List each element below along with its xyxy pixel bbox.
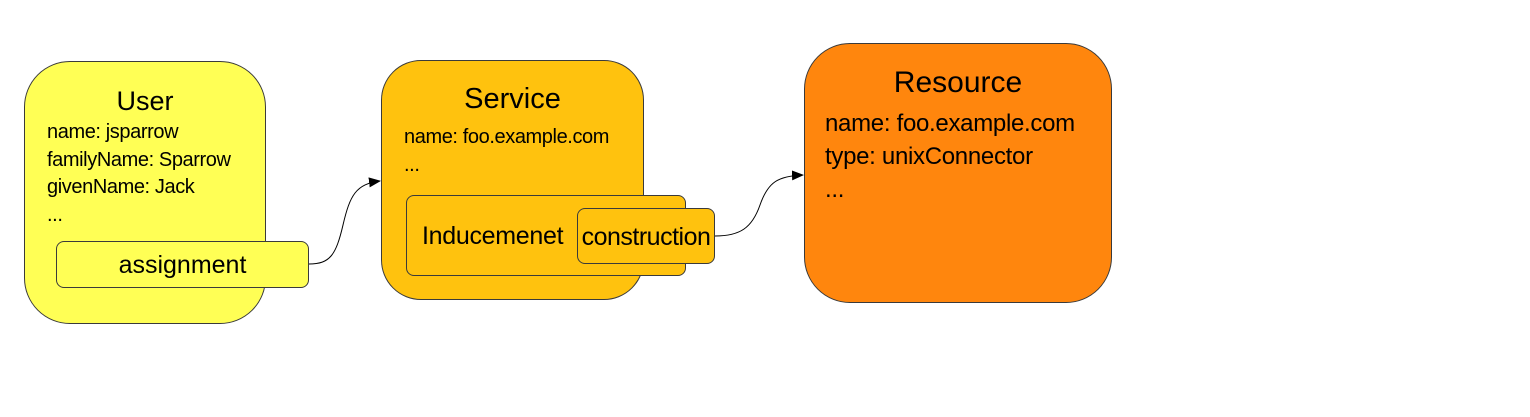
resource-attribute-type: type: unixConnector [825,143,1033,170]
resource-attribute-list: name: foo.example.com type: unixConnecto… [825,107,1075,206]
resource-title: Resource [893,66,1023,99]
service-attribute-name: name: foo.example.com [404,126,610,148]
service-attribute-ellipsis: ... [404,154,420,176]
resource-attribute-ellipsis: ... [825,176,845,203]
user-attribute-name: name: jsparrow [47,121,179,143]
user-attribute-given-name: givenName: Jack [47,176,195,198]
assignment-box: assignment [56,241,309,288]
assignment-to-service-connector [308,177,381,265]
user-attribute-family-name: familyName: Sparrow [47,148,231,171]
resource-node: Resource name: foo.example.com type: uni… [804,43,1112,303]
construction-to-resource-connector [714,170,804,237]
service-title: Service [464,83,561,115]
inducement-label: Inducemenet [422,222,564,250]
user-attribute-ellipsis: ... [47,203,63,226]
user-title: User [116,86,174,116]
user-attribute-list: name: jsparrow familyName: Sparrow given… [47,119,231,229]
construction-box: construction [577,208,715,264]
service-attribute-list: name: foo.example.com ... [404,123,609,179]
resource-attribute-name: name: foo.example.com [825,110,1075,137]
